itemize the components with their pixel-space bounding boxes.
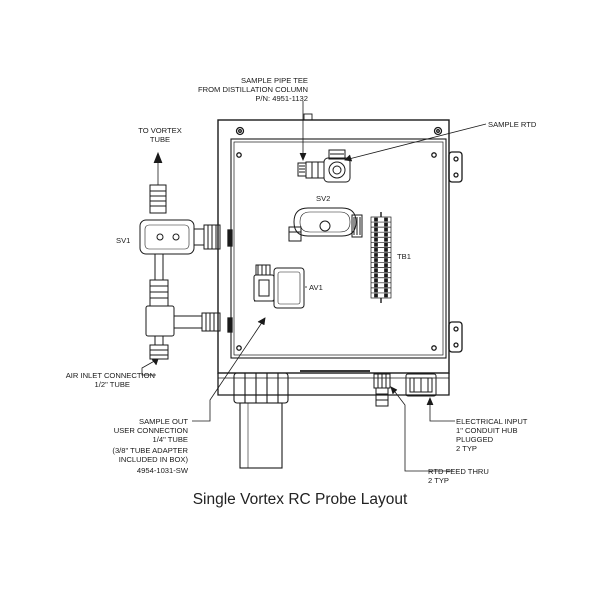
callout-rtd-feed-thru: RTD FEED THRU 2 TYP [428,467,489,485]
terminal-screw [384,237,388,242]
electrical-input-line-1: ELECTRICAL INPUT [456,417,528,426]
terminal-screw [384,222,388,227]
terminal-screw [384,248,388,252]
sample-out-line-4: (3/8" TUBE ADAPTER [112,446,188,455]
terminal-screw [374,258,378,262]
sample-out-line-3: 1/4" TUBE [153,435,188,444]
terminal-screw [374,222,378,227]
figure-title: Single Vortex RC Probe Layout [193,491,408,508]
pipe-tee-line-2: FROM DISTILLATION COLUMN [198,85,308,94]
sample-pipe-tee-rtd [297,149,351,183]
sv2-solenoid-valve [288,207,363,242]
callout-to-vortex: TO VORTEX TUBE [138,126,182,144]
terminal-screw [374,268,378,273]
callout-sample-out: SAMPLE OUT USER CONNECTION 1/4" TUBE (3/… [112,417,188,475]
terminal-screw [384,283,388,288]
terminal-screw [374,278,378,283]
to-vortex-line-1: TO VORTEX [138,126,182,135]
sample-out-line-6: 4954-1031-SW [137,466,189,475]
terminal-screw [384,242,388,247]
terminal-screw [384,288,388,293]
terminal-screw [384,253,388,257]
terminal-screw [374,263,378,267]
callout-air-inlet: AIR INLET CONNECTION 1/2" TUBE [66,371,155,389]
enclosure [217,113,463,396]
rtd-feed-line-2: 2 TYP [428,476,449,485]
terminal-screw [374,288,378,293]
rtd-feed-line-1: RTD FEED THRU [428,467,489,476]
sample-out-line-2: USER CONNECTION [114,426,188,435]
rtd-feed-thru [373,373,391,407]
sv1-label: SV1 [116,236,130,245]
tb1-terminal-block [370,212,392,303]
terminal-screw [374,273,378,278]
sample-out-line-5: INCLUDED IN BOX) [119,455,189,464]
pipe-tee-line-1: SAMPLE PIPE TEE [241,76,308,85]
electrical-input-line-4: 2 TYP [456,444,477,453]
callout-pipe-tee: SAMPLE PIPE TEE FROM DISTILLATION COLUMN… [198,76,308,103]
terminal-screw [374,248,378,252]
sample-out-line-1: SAMPLE OUT [139,417,188,426]
terminal-screw [374,227,378,232]
terminal-screw [374,283,378,288]
terminal-screw [374,232,378,237]
terminal-screw [374,217,378,222]
terminal-screw [384,278,388,283]
sv2-label: SV2 [316,194,330,203]
terminal-screw [384,258,388,262]
to-vortex-line-2: TUBE [150,135,170,144]
electrical-input-line-3: PLUGGED [456,435,494,444]
terminal-screw [384,263,388,267]
air-inlet-line-1: AIR INLET CONNECTION [66,371,155,380]
terminal-screw [374,237,378,242]
tb1-label: TB1 [397,252,411,261]
terminal-screw [384,227,388,232]
pipe-tee-line-3: P/N: 4951-1132 [255,94,308,103]
terminal-screw [384,273,388,278]
av1-air-valve [253,264,305,309]
sv1-external-valve-assembly [139,184,221,360]
terminal-screw [384,293,388,298]
terminal-screw [374,253,378,257]
electrical-conduit-hub [405,373,437,397]
electrical-input-line-2: 1" CONDUIT HUB [456,426,518,435]
terminal-screw [374,242,378,247]
terminal-screw [384,232,388,237]
air-inlet-line-2: 1/2" TUBE [95,380,130,389]
terminal-screw [384,217,388,222]
terminal-screw [384,268,388,273]
sample-out-fitting [233,372,289,469]
leader-lines [141,101,487,472]
terminal-screw [374,293,378,298]
sample-rtd-label: SAMPLE RTD [488,120,537,129]
av1-label: AV1 [309,283,323,292]
callout-electrical-input: ELECTRICAL INPUT 1" CONDUIT HUB PLUGGED … [456,417,528,453]
